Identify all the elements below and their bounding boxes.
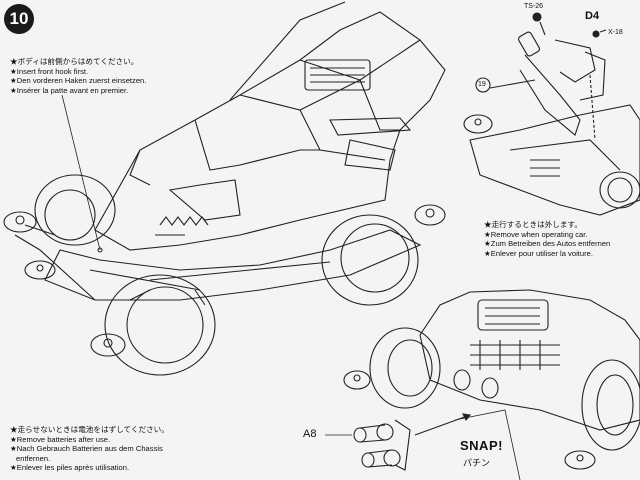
front-hook-note: ★ボディは前側からはめてください。 ★Insert front hook fir…	[10, 57, 146, 95]
batteries-note-de: ★Nach Gebrauch Batterien aus dem Chassis	[10, 444, 163, 454]
operating-note-en: ★Remove when operating car.	[484, 229, 588, 239]
batteries-note-jp: ★走らせないときは電池をはずしてください。	[10, 425, 169, 434]
operating-note-de: ★Zum Betreiben des Autos entfernen	[484, 239, 611, 249]
snap-label: SNAP!	[460, 438, 503, 453]
batteries-note-de-cont: entfernen.	[16, 453, 51, 463]
step-number-badge: 10	[4, 4, 34, 34]
part-label-a8: A8	[303, 428, 317, 440]
front-hook-note-en: ★Insert front hook first.	[10, 66, 89, 76]
front-hook-note-jp: ★ボディは前側からはめてください。	[10, 57, 139, 66]
batteries-note: ★走らせないときは電池をはずしてください。 ★Remove batteries …	[10, 425, 169, 473]
part-label-19: 19	[478, 81, 486, 88]
snap-label-jp: パチン	[463, 458, 491, 468]
part-label-x18: X-18	[608, 29, 623, 36]
battery-detail-drawing	[325, 289, 640, 480]
operating-note-jp: ★走行するときは外します。	[484, 220, 582, 229]
part-label-ts26: TS-26	[524, 3, 544, 10]
main-car-drawing	[3, 1, 446, 376]
operating-note-fr: ★Enlever pour utiliser la voiture.	[484, 248, 593, 258]
operating-note: ★走行するときは外します。 ★Remove when operating car…	[484, 220, 610, 258]
front-hook-note-de: ★Den vorderen Haken zuerst einsetzen.	[10, 76, 147, 86]
rear-wing-detail-drawing	[463, 12, 640, 216]
batteries-note-en: ★Remove batteries after use.	[10, 434, 111, 444]
front-hook-note-fr: ★Insérer la patte avant en premier.	[10, 85, 129, 95]
batteries-note-fr: ★Enlever les piles après utilisation.	[10, 463, 130, 473]
part-label-d4: D4	[585, 10, 600, 22]
